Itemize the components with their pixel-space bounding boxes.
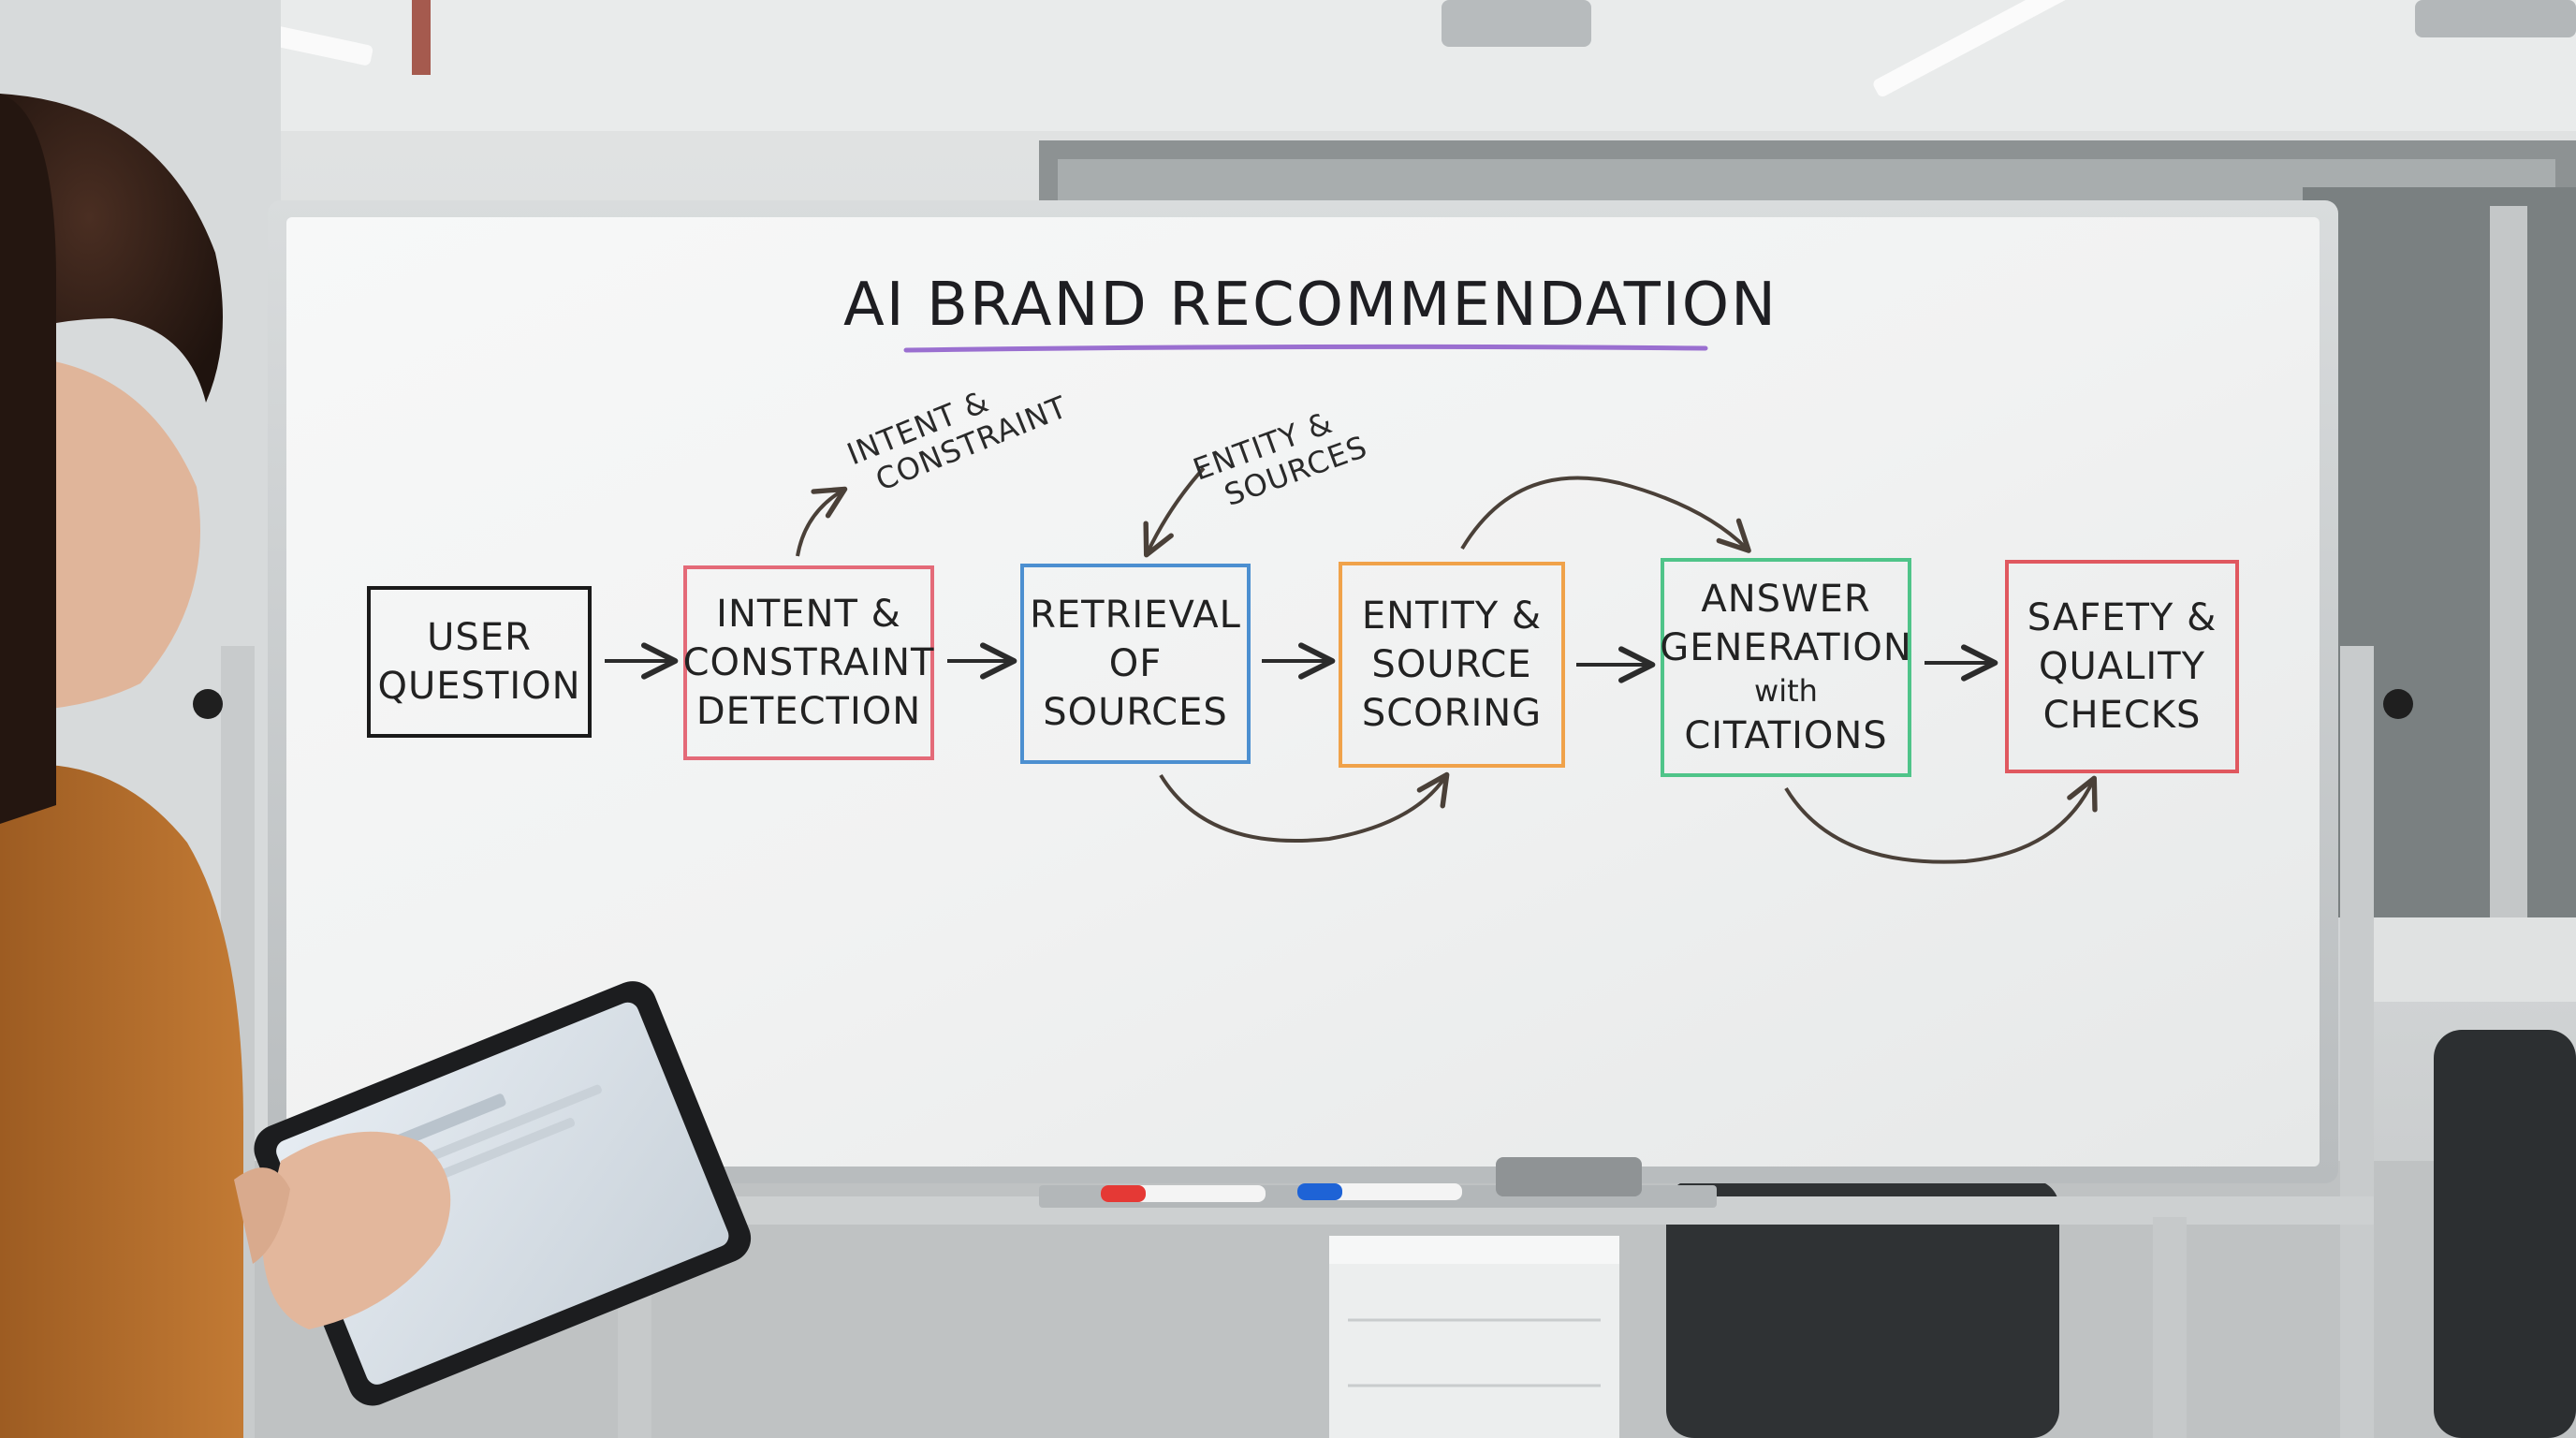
step-box-entity (1339, 562, 1565, 768)
step-box-user-question (367, 586, 592, 738)
ceiling-duct (2415, 0, 2576, 37)
pivot-knob-left (193, 689, 223, 719)
curve-arrow-bottom-1 (1159, 771, 1450, 844)
pivot-knob-right (2383, 689, 2413, 719)
title-underline (903, 344, 1708, 353)
glass-panel-frame (2490, 206, 2527, 917)
office-chair (2434, 1030, 2576, 1438)
person-hair-back (0, 94, 56, 824)
ceiling-pipe (412, 0, 431, 75)
marker-red-cap (1101, 1185, 1146, 1202)
stand-post (2153, 1217, 2187, 1438)
person-hand (234, 1167, 290, 1264)
step-box-answer (1661, 558, 1911, 777)
stand-leg-right (2340, 646, 2374, 1438)
curve-arrow-note-intent (796, 486, 848, 557)
curve-arrow-bottom-2 (1784, 775, 2098, 864)
ceiling-light (1873, 0, 2077, 97)
desk (2340, 917, 2576, 1002)
person-body (0, 764, 243, 1438)
ceiling-duct (1442, 0, 1591, 47)
eraser (1496, 1157, 1642, 1196)
marker-blue-cap (1297, 1183, 1342, 1200)
office-chair (1666, 1180, 2059, 1438)
step-box-safety (2005, 560, 2239, 773)
whiteboard-surface (286, 217, 2320, 1167)
step-box-retrieval (1020, 564, 1251, 764)
person-hand (262, 1131, 451, 1329)
person-hair (0, 94, 223, 403)
curve-arrow-note-entity (1143, 466, 1206, 558)
drawer-cabinet-top (1329, 1236, 1619, 1264)
step-box-intent (683, 565, 934, 760)
curve-arrow-top (1460, 476, 1751, 553)
ceiling (0, 0, 2576, 131)
drawer-cabinet (1329, 1236, 1619, 1438)
